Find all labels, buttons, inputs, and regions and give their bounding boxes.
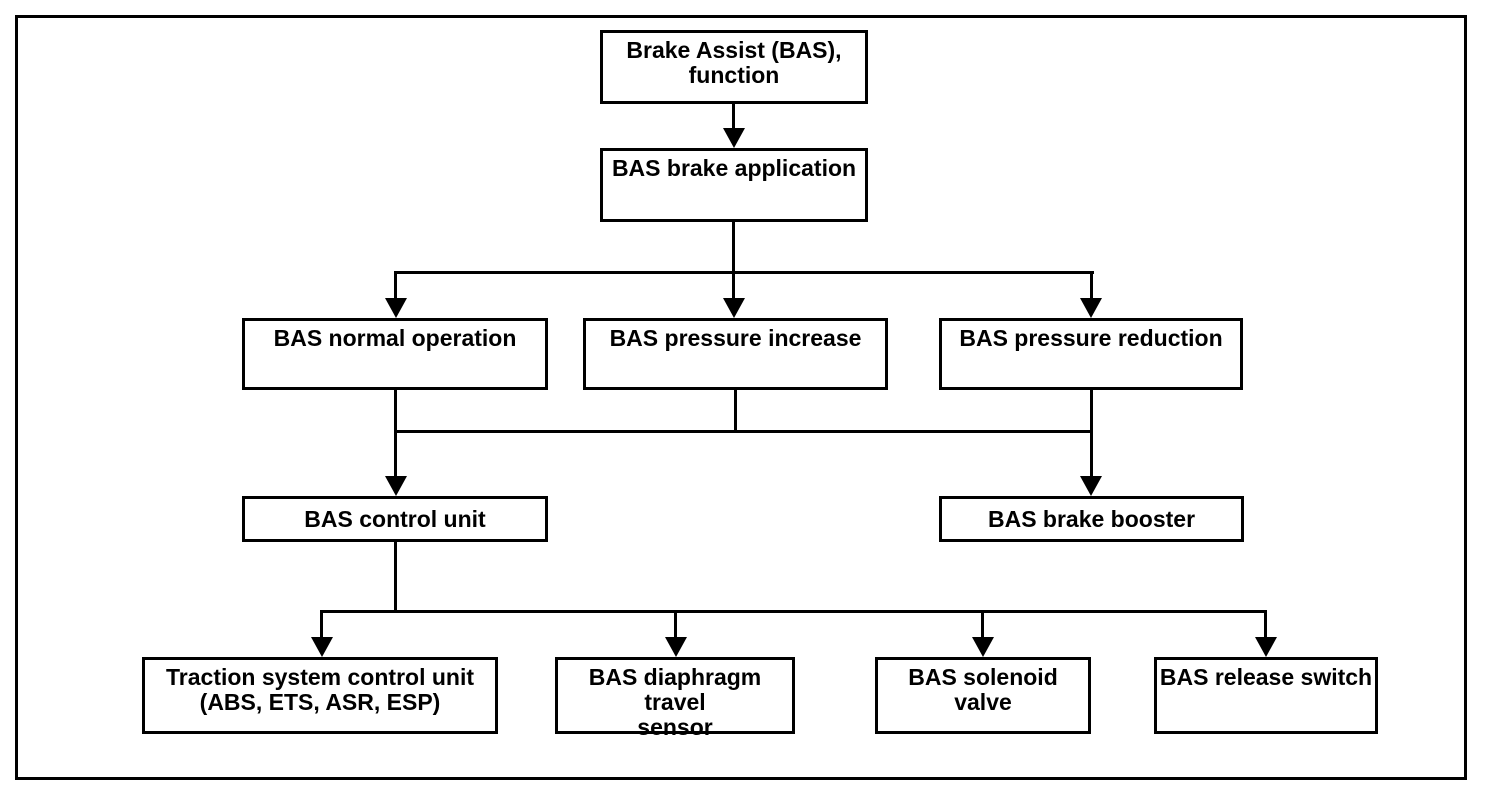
arrowhead-down-icon [385,298,407,318]
connector-line [320,610,1267,613]
node-label: BAS pressure reduction [959,325,1223,351]
node-label: BAS release switch [1159,664,1373,690]
connector-line [394,433,397,476]
arrowhead-down-icon [1080,298,1102,318]
diagram-border-frame [15,15,1467,780]
node-label: BAS diaphragm travel sensor [588,664,762,740]
connector-line [732,222,735,298]
node-label: BAS solenoid valve [908,664,1058,715]
arrowhead-down-icon [665,637,687,657]
node-bas-brake-booster: BAS brake booster [939,496,1244,542]
arrowhead-down-icon [1080,476,1102,496]
connector-line [674,613,677,637]
connector-line [1090,433,1093,476]
node-label: Brake Assist (BAS), function [626,37,842,88]
node-bas-solenoid-valve: BAS solenoid valve [875,657,1091,734]
arrowhead-down-icon [385,476,407,496]
node-bas-normal-operation: BAS normal operation [242,318,548,390]
node-bas-pressure-increase: BAS pressure increase [583,318,888,390]
node-bas-diaphragm-travel-sensor: BAS diaphragm travel sensor [555,657,795,740]
connector-line [981,613,984,637]
connector-line [1264,610,1267,637]
node-label: BAS normal operation [273,325,517,351]
connector-line [394,390,397,433]
node-bas-control-unit: BAS control unit [242,496,548,542]
node-label: BAS control unit [304,505,486,532]
node-brake-assist-function: Brake Assist (BAS), function [600,30,868,104]
connector-line [394,271,397,298]
node-bas-brake-application: BAS brake application [600,148,868,222]
node-label: BAS brake application [611,155,857,181]
connector-line [320,610,323,637]
node-traction-system-control-unit: Traction system control unit (ABS, ETS, … [142,657,498,734]
arrowhead-down-icon [311,637,333,657]
connector-line [734,390,737,433]
node-label: Traction system control unit (ABS, ETS, … [166,664,474,715]
node-bas-pressure-reduction: BAS pressure reduction [939,318,1243,390]
node-bas-release-switch: BAS release switch [1154,657,1378,734]
connector-line [1090,271,1093,298]
arrowhead-down-icon [723,298,745,318]
arrowhead-down-icon [972,637,994,657]
connector-line [1090,390,1093,433]
arrowhead-down-icon [1255,637,1277,657]
arrowhead-down-icon [723,128,745,148]
node-label: BAS brake booster [987,505,1196,532]
connector-line [394,542,397,613]
connector-line [394,430,1093,433]
node-label: BAS pressure increase [609,325,862,351]
connector-line [394,271,1094,274]
connector-line [732,104,735,130]
